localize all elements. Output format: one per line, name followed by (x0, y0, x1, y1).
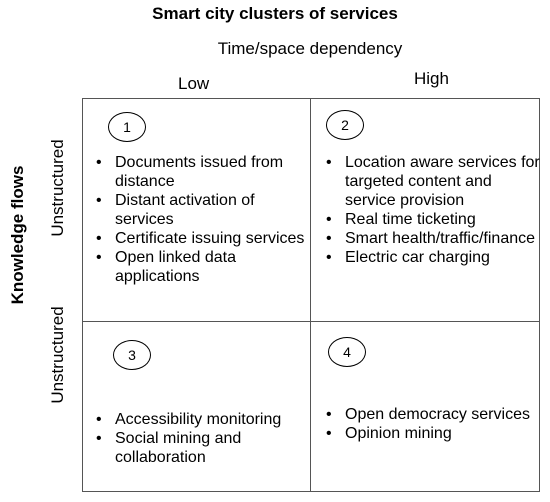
list-item: Open democracy services (320, 405, 540, 424)
list-item: Distant activation of services (90, 191, 305, 229)
grid-horizontal-divider (82, 321, 540, 322)
quadrant-4-list: Open democracy services Opinion mining (320, 405, 540, 443)
list-item: Smart health/traffic/finance (320, 229, 540, 248)
list-item: Location aware services for targeted con… (320, 153, 540, 210)
list-item: Open linked data applications (90, 248, 305, 286)
y-axis-label: Knowledge flows (8, 165, 27, 305)
quadrant-grid (82, 98, 540, 492)
column-label-low: Low (178, 74, 210, 93)
quadrant-2-number: 2 (326, 110, 364, 140)
diagram-title: Smart city clusters of services (152, 4, 398, 23)
quadrant-3-number: 3 (113, 340, 151, 370)
list-item: Electric car charging (320, 248, 540, 267)
row-label-top: Unstructured (48, 139, 67, 237)
list-item: Certificate issuing services (90, 229, 305, 248)
list-item: Opinion mining (320, 424, 540, 443)
quadrant-4-number: 4 (328, 337, 366, 367)
list-item: Documents issued from distance (90, 153, 305, 191)
list-item: Real time ticketing (320, 210, 540, 229)
quadrant-2-list: Location aware services for targeted con… (320, 153, 540, 267)
column-label-high: High (414, 69, 449, 88)
list-item: Accessibility monitoring (90, 410, 305, 429)
x-axis-label: Time/space dependency (217, 39, 403, 58)
quadrant-1-list: Documents issued from distance Distant a… (90, 153, 305, 286)
list-item: Social mining and collaboration (90, 429, 305, 467)
quadrant-1-number: 1 (108, 112, 146, 142)
grid-vertical-divider (310, 98, 311, 492)
row-label-bottom: Unstructured (48, 306, 67, 404)
quadrant-3-list: Accessibility monitoring Social mining a… (90, 410, 305, 467)
